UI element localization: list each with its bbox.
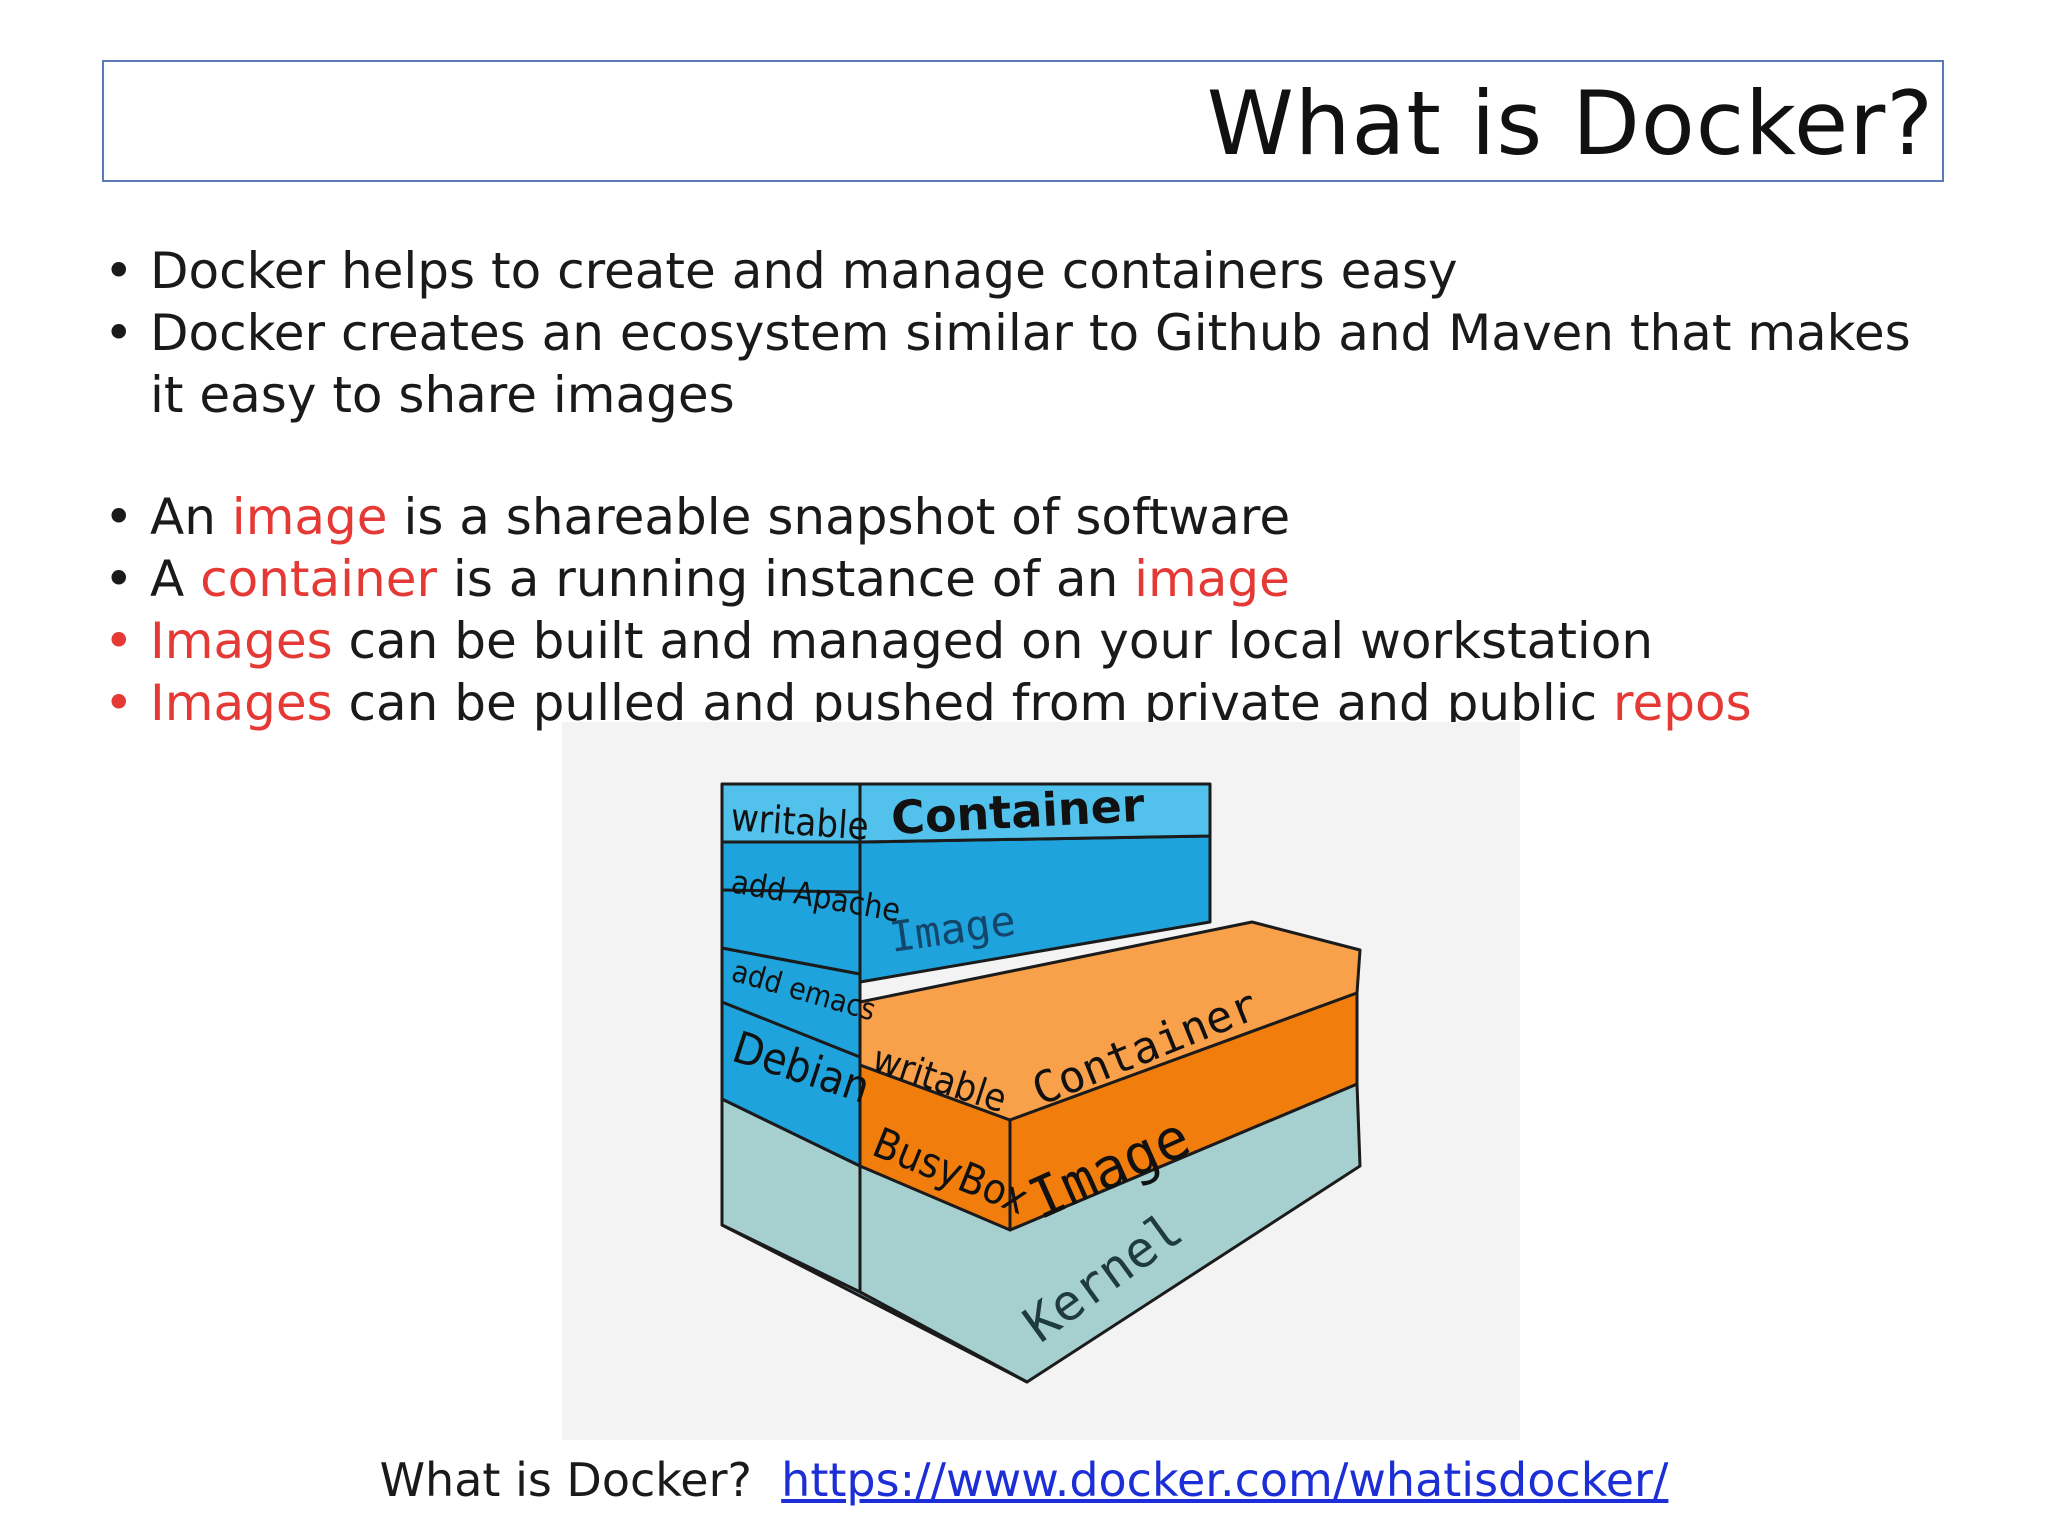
highlight-term: image (231, 488, 388, 546)
bullet-text-line1: Docker creates an ecosystem similar to G… (150, 304, 1911, 362)
bullet-text-line2: it easy to share images (150, 366, 735, 424)
caption: What is Docker? https://www.docker.com/w… (0, 1450, 2048, 1510)
highlight-term: container (200, 550, 438, 608)
bullet-item: • Docker creates an ecosystem similar to… (104, 302, 1964, 426)
bullet-dot: • (104, 550, 134, 608)
label-writable-top: writable (729, 795, 870, 849)
kernel-bottom-face (720, 1223, 1029, 1384)
highlight-term: repos (1613, 674, 1752, 732)
docker-layers-diagram: writable Container add Apache Image add … (562, 722, 1520, 1440)
highlight-term: image (1134, 550, 1290, 608)
bullet-item: • Images can be built and managed on you… (104, 610, 1964, 672)
highlight-term: Images (150, 612, 333, 670)
bullet-item: • A container is a running instance of a… (104, 548, 1964, 610)
bullet-dot: • (104, 304, 134, 362)
orange-container-front (1008, 991, 1359, 1232)
bullet-item: • Docker helps to create and manage cont… (104, 240, 1964, 302)
slide-title: What is Docker? (1206, 72, 1934, 175)
bullet-dot: • (104, 242, 134, 300)
bullet-item: • An image is a shareable snapshot of so… (104, 486, 1964, 548)
bullet-text: is a running instance of an (437, 550, 1135, 608)
layers-illustration: writable Container add Apache Image add … (720, 778, 1362, 1384)
bullet-text: An (150, 488, 232, 546)
label-container-top: Container (890, 778, 1146, 845)
bullet-dot: • (104, 612, 134, 670)
highlight-term: Images (150, 674, 333, 732)
bullet-text: Docker helps to create and manage contai… (150, 242, 1458, 300)
title-box: What is Docker? (102, 60, 1944, 182)
bullet-list: • Docker helps to create and manage cont… (104, 240, 1964, 734)
bullet-text: is a shareable snapshot of software (387, 488, 1291, 546)
caption-text: What is Docker? (379, 1453, 752, 1507)
bullet-dot: • (104, 674, 134, 732)
bullet-dot: • (104, 488, 134, 546)
bullet-text: can be built and managed on your local w… (332, 612, 1654, 670)
docker-link[interactable]: https://www.docker.com/whatisdocker/ (781, 1453, 1669, 1507)
blue-container-top (720, 782, 1212, 844)
bullet-text: A (150, 550, 201, 608)
